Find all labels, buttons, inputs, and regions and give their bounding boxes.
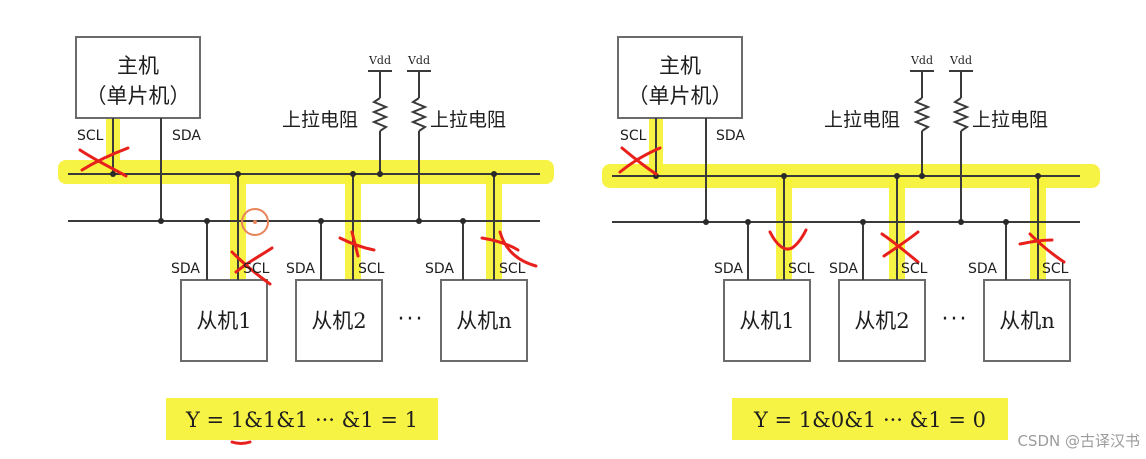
left-scl-bus-highlight [58,160,554,184]
left-master-label-line2: （单片机） [86,84,191,108]
right-vdd2-label: Vdd [949,54,972,67]
right-slave2-box [838,279,926,362]
watermark: CSDN @古译汉书 [1017,432,1140,450]
right-master-box [617,36,743,119]
left-slave2-scl-cross-icon [338,230,376,258]
left-slave1-scl-cross-icon [230,246,274,286]
left-pullup1-label: 上拉电阻 [282,109,358,131]
right-master-scl-label: SCL [620,128,647,144]
right-formula-highlight [732,398,1008,440]
left-slave2-sda-label: SDA [286,261,315,277]
left-slave2-box [295,279,383,362]
left-diagram: 主机 （单片机） SCL SDA Vdd Vdd 上拉电阻 上拉电阻 SDA S… [58,36,554,445]
right-diagram: 主机 （单片机） SCL SDA Vdd Vdd 上拉电阻 上拉电阻 SDA S… [602,36,1100,440]
right-ellipsis: ··· [942,307,969,332]
right-slave2-sda-label: SDA [829,261,858,277]
left-formula-highlight [166,398,438,440]
right-slaven-scl-cross-icon [1018,232,1066,264]
left-slaven-box [440,279,528,362]
right-slave1-pulldown-mark-icon [768,228,808,251]
left-slaven-scl-cross-icon [480,230,538,268]
left-ellipsis: ··· [398,307,425,332]
left-slaven-sda-label: SDA [425,261,454,277]
left-cursor-ring-icon [241,208,269,236]
left-master-sda-label: SDA [172,128,201,144]
left-resistor-1 [371,97,389,132]
left-formula: Y = 1&1&1 ··· &1 = 1 [185,408,418,432]
left-formula-underline-icon [230,440,252,445]
right-master-scl-cross-icon [618,146,662,176]
right-slaven-label: 从机n [999,309,1055,333]
right-formula: Y = 1&0&1 ··· &1 = 0 [753,408,986,432]
right-slave1-scl-label: SCL [788,261,815,277]
right-slave1-sda-label: SDA [714,261,743,277]
left-resistor-2 [410,97,428,132]
left-vdd2-label: Vdd [407,54,430,67]
left-master-label-line1: 主机 [117,54,159,78]
left-slaven-scl-label: SCL [499,261,526,277]
right-slave1-box [723,279,811,362]
right-master-label-line2: （单片机） [628,84,733,108]
right-master-label-line1: 主机 [659,54,701,78]
left-slave1-box [180,279,268,362]
right-slaven-box [983,279,1071,362]
right-master-sda-label: SDA [716,128,745,144]
right-vdd1-label: Vdd [910,54,933,67]
right-resistor-1 [913,97,931,132]
right-slave1-label: 从机1 [739,309,794,333]
left-slave1-sda-label: SDA [171,261,200,277]
right-slave2-scl-cross-icon [880,230,920,264]
left-slave2-scl-label: SCL [358,261,385,277]
right-pullup2-label: 上拉电阻 [972,109,1048,131]
left-slave1-scl-label: SCL [243,261,270,277]
left-slaven-label: 从机n [456,309,512,333]
right-slave2-scl-label: SCL [901,261,928,277]
right-pullup1-label: 上拉电阻 [824,109,900,131]
left-master-box [75,36,201,119]
left-master-scl-label: SCL [77,128,104,144]
right-slave2-label: 从机2 [854,309,909,333]
left-slave2-label: 从机2 [311,309,366,333]
left-vdd1-label: Vdd [368,54,391,67]
left-master-scl-cross-icon [78,146,130,178]
left-slave1-label: 从机1 [196,309,251,333]
left-pullup2-label: 上拉电阻 [430,109,506,131]
right-slaven-sda-label: SDA [968,261,997,277]
right-slaven-scl-label: SCL [1042,261,1069,277]
right-resistor-2 [952,97,970,132]
